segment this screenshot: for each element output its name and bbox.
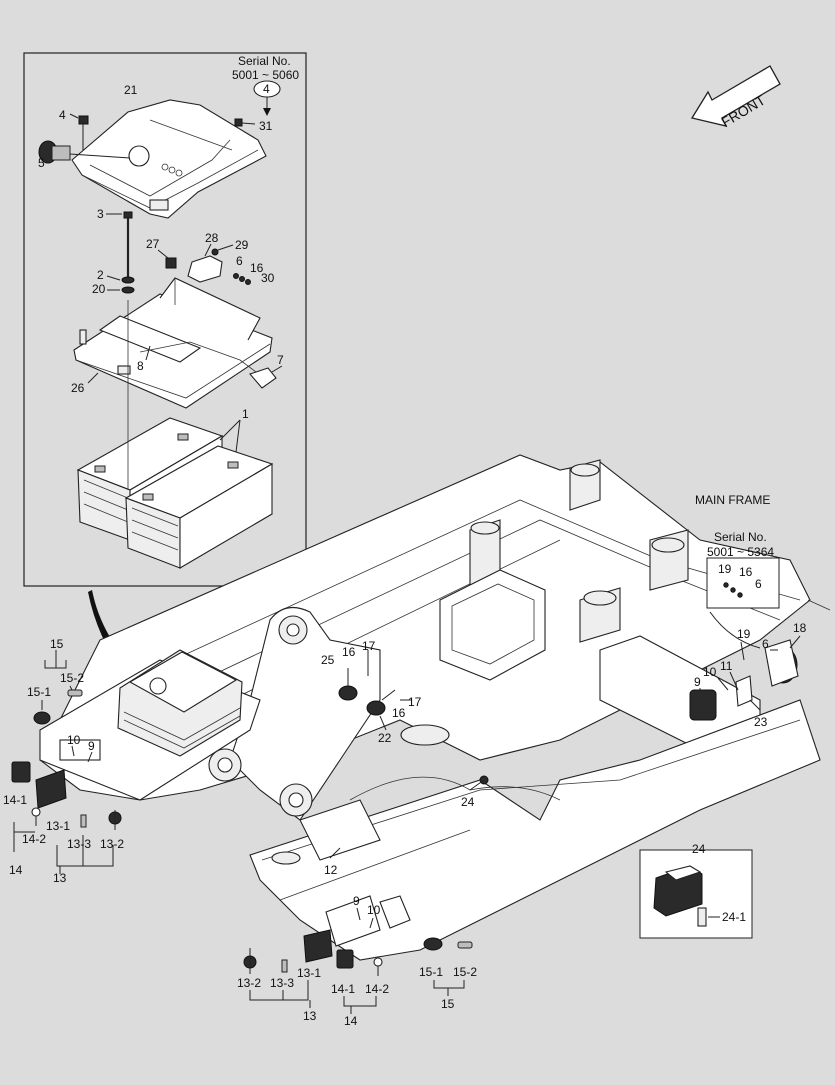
label-27: 27 [146, 237, 160, 251]
frame-label-25: 25 [321, 653, 335, 667]
frame-label-13-3-bottom: 13-3 [270, 976, 294, 990]
right-serial-range: 5001 ~ 5364 [707, 545, 774, 559]
frame-label-15-1-top: 15-1 [27, 685, 51, 699]
serial-inset-pointer [709, 611, 761, 649]
long-bolt-3 [121, 211, 135, 294]
top-inset-labels: 21 4 31 5 3 27 28 29 6 16 30 2 20 7 8 26… [38, 83, 284, 421]
lower-lamp-cluster [243, 929, 473, 976]
leader-lines [13, 635, 801, 1014]
tank-inset-label-24-1: 24-1 [722, 910, 746, 924]
frame-label-17-a: 17 [362, 639, 376, 653]
frame-label-9-right: 9 [694, 675, 701, 689]
frame-label-23: 23 [754, 715, 768, 729]
frame-label-24: 24 [461, 795, 475, 809]
battery-cover [71, 99, 267, 219]
frame-label-13-2-bottom: 13-2 [237, 976, 261, 990]
label-21: 21 [124, 83, 138, 97]
frame-label-10-top: 10 [67, 733, 81, 747]
label-7: 7 [277, 353, 284, 367]
frame-label-16-a: 16 [342, 645, 356, 659]
top-serial-range: 5001 ~ 5060 [232, 68, 299, 82]
frame-label-17-b: 17 [408, 695, 422, 709]
frame-label-6: 6 [762, 637, 769, 651]
tank-inset-label-24: 24 [692, 842, 706, 856]
frame-label-9-top: 9 [88, 739, 95, 753]
frame-label-13-1-bottom: 13-1 [297, 966, 321, 980]
label-28: 28 [205, 231, 219, 245]
battery-inset-box [23, 52, 307, 587]
label-30: 30 [261, 271, 275, 285]
label-8: 8 [137, 359, 144, 373]
frame-label-15-2-top: 15-2 [60, 671, 84, 685]
frame-label-14-1-top: 14-1 [3, 793, 27, 807]
frame-label-16-b: 16 [392, 706, 406, 720]
frame-label-14-1-bottom: 14-1 [331, 982, 355, 996]
frame-label-15-1-bottom: 15-1 [419, 965, 443, 979]
right-inset-label-16: 16 [739, 565, 753, 579]
label-4: 4 [59, 108, 66, 122]
frame-label-14-top: 14 [9, 863, 23, 877]
reservoir-tank [653, 865, 707, 927]
right-inset-label-19: 19 [718, 562, 732, 576]
label-2: 2 [97, 268, 104, 282]
top-serial-label: Serial No. [238, 54, 291, 68]
label-6: 6 [236, 254, 243, 268]
battery-right [124, 445, 274, 569]
right-inset-label-6: 6 [755, 577, 762, 591]
serial-ref-arrow [263, 108, 271, 116]
lower-frame [249, 699, 821, 961]
label-29: 29 [235, 238, 249, 252]
label-20: 20 [92, 282, 106, 296]
right-serial-label: Serial No. [714, 530, 767, 544]
bolt-4 [78, 115, 89, 150]
frame-labels: 15 15-1 15-2 10 9 14-1 14-2 14 13-1 13-3… [3, 621, 807, 1028]
frame-label-11: 11 [720, 659, 733, 673]
frame-label-15-bottom: 15 [441, 997, 455, 1011]
label-26: 26 [71, 381, 85, 395]
frame-label-10-bottom: 10 [367, 903, 381, 917]
frame-battery-box [39, 649, 261, 801]
frame-label-18: 18 [793, 621, 807, 635]
label-31: 31 [259, 119, 273, 133]
frame-label-13-1-top: 13-1 [46, 819, 70, 833]
frame-label-9-bottom: 9 [353, 894, 360, 908]
frame-label-13-2-top: 13-2 [100, 837, 124, 851]
front-arrow: FRONT [690, 65, 781, 130]
frame-label-14-2-top: 14-2 [22, 832, 46, 846]
label-5: 5 [38, 156, 45, 170]
serial-inset-box [706, 557, 780, 609]
serial-ref-number: 4 [263, 82, 270, 96]
frame-label-13-bottom: 13 [303, 1009, 317, 1023]
relay-parts [165, 248, 251, 285]
frame-label-15-2-bottom: 15-2 [453, 965, 477, 979]
cap-5 [38, 140, 131, 164]
frame-label-14-2-bottom: 14-2 [365, 982, 389, 996]
frame-label-19: 19 [737, 627, 751, 641]
frame-label-22: 22 [378, 731, 392, 745]
frame-label-12: 12 [324, 863, 338, 877]
frame-label-15-top: 15 [50, 637, 64, 651]
left-lamp-cluster [11, 689, 122, 830]
main-frame-label: MAIN FRAME [695, 493, 770, 507]
battery-tray [73, 277, 273, 409]
bolt-31 [234, 118, 256, 127]
frame-label-10-right: 10 [703, 665, 717, 679]
frame-label-13-3-top: 13-3 [67, 837, 91, 851]
label-3: 3 [97, 207, 104, 221]
label-16: 16 [250, 261, 264, 275]
frame-label-13-top: 13 [53, 871, 67, 885]
label-1: 1 [242, 407, 249, 421]
frame-label-14-bottom: 14 [344, 1014, 358, 1028]
terminal-7 [249, 367, 277, 389]
